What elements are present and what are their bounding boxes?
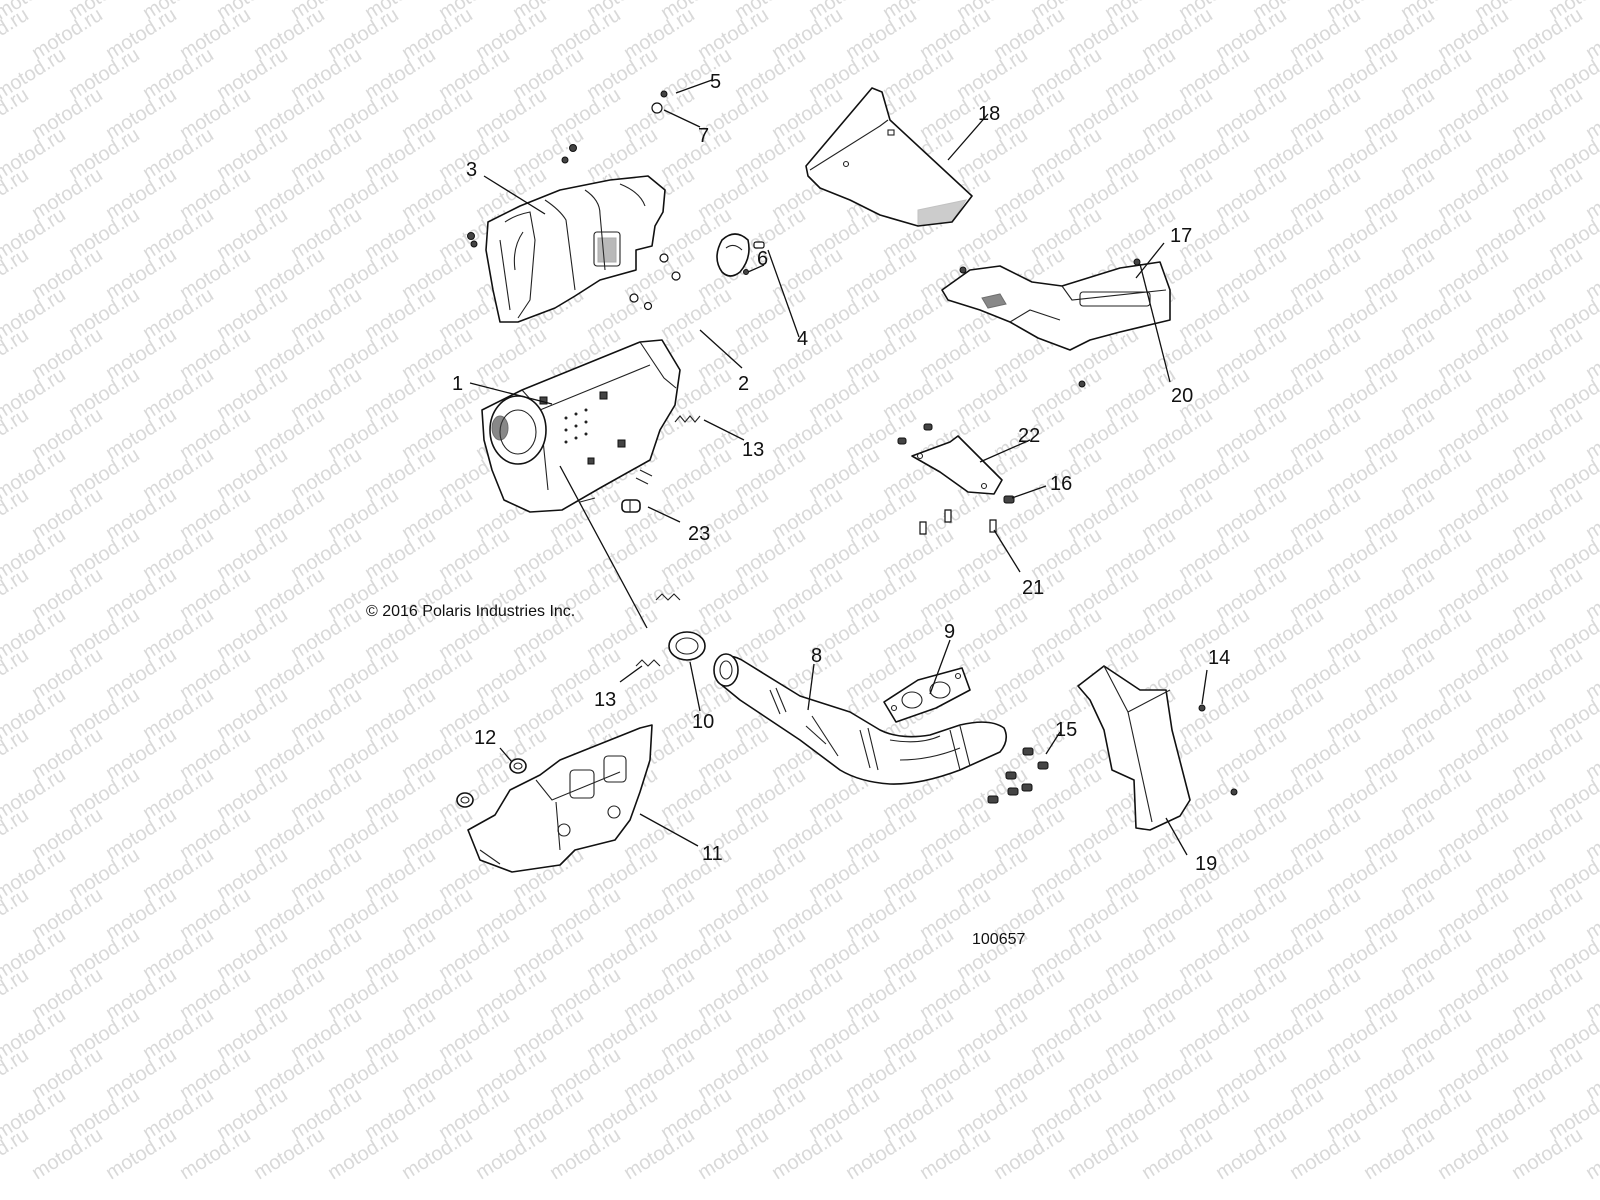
watermark-text: motod.ru (1434, 1124, 1513, 1184)
hardware-14 (1198, 704, 1238, 796)
watermark-text: motod.ru (1138, 1124, 1217, 1184)
part-23-bung[interactable] (621, 499, 641, 513)
part-11-lower-shield[interactable] (467, 724, 653, 873)
callout-3: 3 (466, 159, 477, 181)
callout-6: 6 (757, 248, 768, 270)
spring-13-lower[interactable] (635, 593, 681, 667)
watermark-text: motod.ru (694, 1124, 773, 1184)
watermark-text: motod.ru (0, 1124, 33, 1184)
watermark-text: motod.ru (250, 1124, 329, 1184)
watermark-text: motod.ru (1286, 1124, 1365, 1184)
watermark-text: motod.ru (1360, 1124, 1439, 1184)
watermark-text: motod.ru (0, 244, 33, 304)
watermark-text: motod.ru (102, 1124, 181, 1184)
document-number: 100657 (972, 931, 1025, 948)
watermark-text: motod.ru (842, 1124, 921, 1184)
watermark-text: motod.ru (1508, 1124, 1587, 1184)
watermark-text: motod.ru (0, 964, 33, 1024)
callout-23: 23 (688, 523, 710, 545)
callout-5: 5 (710, 71, 721, 93)
callout-4: 4 (797, 328, 808, 350)
hardware-20 (959, 258, 1141, 388)
watermark-text: motod.ru (1582, 1124, 1600, 1184)
watermark-text: motod.ru (28, 1124, 107, 1184)
callout-11: 11 (702, 843, 723, 865)
watermark-text: motod.ru (0, 164, 33, 224)
callout-17: 17 (1170, 225, 1192, 247)
callout-21: 21 (1022, 577, 1044, 599)
part-17-mid-shield[interactable] (941, 261, 1171, 351)
copyright-notice: © 2016 Polaris Industries Inc. (366, 603, 575, 620)
watermark-text: motod.ru (0, 564, 33, 624)
callout-22: 22 (1018, 425, 1040, 447)
spring-13-upper[interactable] (674, 415, 701, 423)
callout-14: 14 (1208, 647, 1230, 669)
muffler-dots (564, 408, 588, 444)
callout-12: 12 (474, 727, 496, 749)
watermark-text: motod.ru (546, 1124, 625, 1184)
callout-15: 15 (1055, 719, 1077, 741)
watermark-text: motod.ru (324, 1124, 403, 1184)
callout-13-lower: 13 (594, 689, 616, 711)
watermark-text: motod.ru (0, 84, 33, 144)
leader-lines (469, 79, 1208, 856)
watermark-text: motod.ru (1064, 1124, 1143, 1184)
callout-19: 19 (1195, 853, 1217, 875)
callout-10: 10 (692, 711, 714, 733)
watermark-text: motod.ru (768, 1124, 847, 1184)
part-18-deflector[interactable] (805, 87, 973, 227)
part-10-gasket[interactable] (668, 631, 706, 661)
watermark-text: motod.ru (0, 644, 33, 704)
part-15-bolts[interactable] (987, 747, 1049, 804)
watermark-text: motod.ru (176, 1124, 255, 1184)
watermark-text: motod.ru (0, 484, 33, 544)
watermark-text: motod.ru (1212, 1124, 1291, 1184)
callout-9: 9 (944, 621, 955, 643)
watermark-text: motod.ru (398, 1124, 477, 1184)
callout-1: 1 (452, 373, 463, 395)
part-1-muffler[interactable] (481, 339, 681, 513)
callout-18: 18 (978, 103, 1000, 125)
callout-16: 16 (1050, 473, 1072, 495)
watermark-text: motod.ru (0, 404, 33, 464)
part-22-bracket[interactable] (897, 423, 1015, 504)
watermark-text: motod.ru (620, 1124, 699, 1184)
callouts: 5 7 3 6 4 2 1 13 23 13 10 8 9 12 11 14 1… (452, 71, 1230, 875)
callout-7: 7 (698, 125, 709, 147)
watermark-text: motod.ru (0, 4, 33, 64)
watermark-text: motod.ru (0, 804, 33, 864)
fasteners-shield (467, 90, 681, 311)
callout-20: 20 (1171, 385, 1193, 407)
callout-13-upper: 13 (742, 439, 764, 461)
watermark-text: motod.ru (0, 724, 33, 784)
watermark-text: motod.ru (0, 884, 33, 944)
callout-2: 2 (738, 373, 749, 395)
part-19-side-shield[interactable] (1077, 665, 1191, 831)
watermark-text: motod.ru (916, 1124, 995, 1184)
watermark-text: motod.ru (472, 1124, 551, 1184)
callout-8: 8 (811, 645, 822, 667)
watermark-text: motod.ru (990, 1124, 1069, 1184)
part-8-header-pipe[interactable] (713, 653, 1008, 785)
watermark-text: motod.ru (0, 1044, 33, 1104)
part-12-grommet[interactable] (456, 758, 527, 808)
watermark-text: motod.ru (0, 324, 33, 384)
part-21-studs[interactable] (919, 509, 997, 535)
part-9-exhaust-gasket[interactable] (883, 667, 971, 723)
part-3-heat-shield[interactable] (485, 175, 666, 323)
part-2-end-cap[interactable] (716, 233, 750, 277)
